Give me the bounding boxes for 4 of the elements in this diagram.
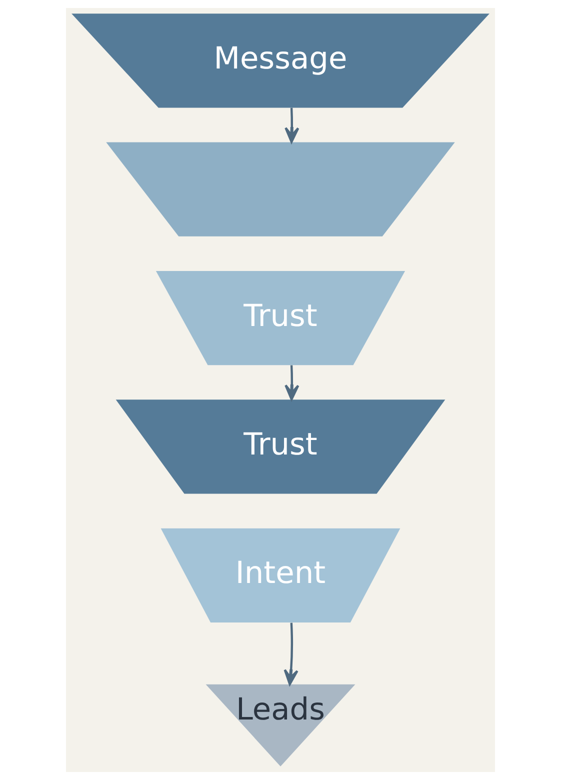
arrow <box>284 108 300 144</box>
arrow <box>284 365 300 400</box>
arrow <box>284 622 298 686</box>
node-trapezium <box>106 142 455 236</box>
